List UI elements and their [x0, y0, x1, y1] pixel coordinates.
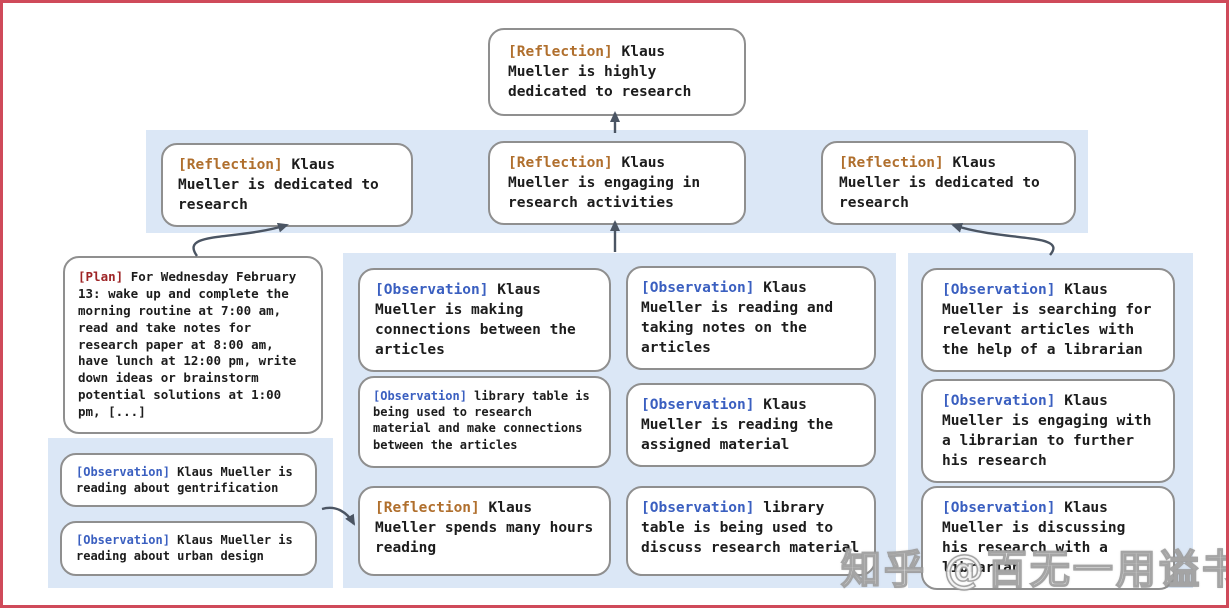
- node-type-label: [Reflection]: [839, 155, 944, 171]
- node-text: Klaus Mueller is reading about gentrific…: [76, 465, 293, 496]
- observation-node-urban-design: [Observation] Klaus Mueller is reading a…: [60, 521, 317, 576]
- node-type-label: [Observation]: [641, 500, 755, 516]
- observation-node-making-connections: [Observation] Klaus Mueller is making co…: [358, 268, 611, 372]
- reflection-node-row2-right: [Reflection] Klaus Mueller is dedicated …: [821, 141, 1076, 225]
- zhihu-watermark: 知乎 @百无一用谥书生: [840, 546, 1226, 594]
- observation-node-engaging-librarian: [Observation] Klaus Mueller is engaging …: [921, 379, 1175, 483]
- node-type-label: [Reflection]: [178, 157, 283, 173]
- node-type-label: [Observation]: [641, 280, 755, 296]
- node-text: Klaus Mueller is reading about urban des…: [76, 533, 293, 564]
- observation-node-library-table-discuss: [Observation] library table is being use…: [626, 486, 876, 576]
- node-text: Klaus Mueller is reading and taking note…: [641, 280, 834, 356]
- node-text: Klaus Mueller is engaging in research ac…: [508, 155, 701, 211]
- node-text: Klaus Mueller is dedicated to research: [839, 155, 1040, 211]
- reflection-node-top: [Reflection] Klaus Mueller is highly ded…: [488, 28, 746, 116]
- node-type-label: [Observation]: [375, 282, 489, 298]
- node-type-label: [Observation]: [641, 397, 755, 413]
- observation-node-library-table-research: [Observation] library table is being use…: [358, 376, 611, 468]
- node-type-label: [Observation]: [76, 533, 170, 547]
- observation-node-taking-notes: [Observation] Klaus Mueller is reading a…: [626, 266, 876, 370]
- node-type-label: [Reflection]: [508, 155, 613, 171]
- node-text: Klaus Mueller is highly dedicated to res…: [508, 44, 692, 100]
- node-type-label: [Observation]: [76, 465, 170, 479]
- node-text: For Wednesday February 13: wake up and c…: [78, 269, 297, 419]
- node-text: Klaus Mueller spends many hours reading: [375, 500, 594, 556]
- node-text: Klaus Mueller is searching for relevant …: [942, 282, 1152, 358]
- observation-node-discussing-research: [Observation] Klaus Mueller is discussin…: [921, 486, 1175, 590]
- node-text: Klaus Mueller is making connections betw…: [375, 282, 576, 358]
- node-type-label: [Observation]: [942, 282, 1056, 298]
- node-type-label: [Reflection]: [375, 500, 480, 516]
- node-text: library table is being used to discuss r…: [641, 500, 860, 556]
- node-type-label: [Plan]: [78, 269, 124, 284]
- node-text: Klaus Mueller is engaging with a librari…: [942, 393, 1152, 469]
- node-text: Klaus Mueller is dedicated to research: [178, 157, 379, 213]
- node-text: Klaus Mueller is reading the assigned ma…: [641, 397, 834, 453]
- reflection-node-row2-left: [Reflection] Klaus Mueller is dedicated …: [161, 143, 413, 227]
- node-type-label: [Reflection]: [508, 44, 613, 60]
- node-type-label: [Observation]: [942, 393, 1056, 409]
- node-text: Klaus Mueller is discussing his research…: [942, 500, 1126, 576]
- reflection-node-row2-middle: [Reflection] Klaus Mueller is engaging i…: [488, 141, 746, 225]
- plan-node: [Plan] For Wednesday February 13: wake u…: [63, 256, 323, 434]
- reflection-node-hours-reading: [Reflection] Klaus Mueller spends many h…: [358, 486, 611, 576]
- node-type-label: [Observation]: [942, 500, 1056, 516]
- observation-node-assigned-material: [Observation] Klaus Mueller is reading t…: [626, 383, 876, 467]
- observation-node-searching-articles: [Observation] Klaus Mueller is searching…: [921, 268, 1175, 372]
- observation-node-gentrification: [Observation] Klaus Mueller is reading a…: [60, 453, 317, 508]
- node-type-label: [Observation]: [373, 389, 467, 403]
- node-text: library table is being used to research …: [373, 389, 590, 452]
